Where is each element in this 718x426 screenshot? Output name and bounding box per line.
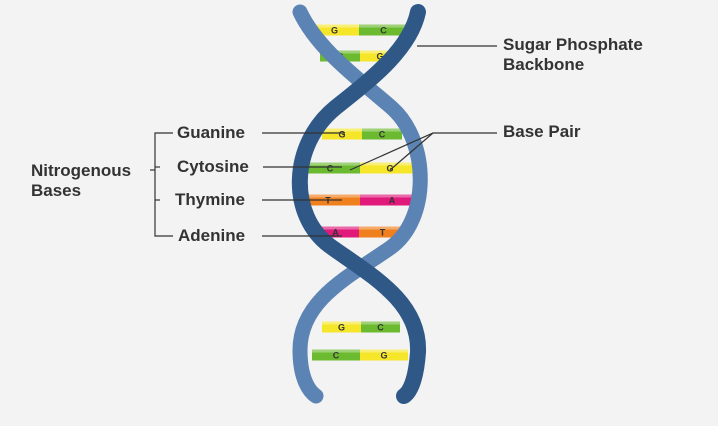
base-left-segment	[312, 349, 360, 361]
base-right-letter: A	[389, 196, 396, 206]
leader-lines	[150, 45, 497, 237]
base-right-letter: C	[377, 323, 384, 333]
base-right-segment	[361, 321, 400, 333]
backbone-strand-front	[291, 4, 427, 404]
base-highlight	[312, 349, 408, 353]
base-right-letter: C	[380, 26, 387, 36]
base-right-letter: C	[379, 130, 386, 140]
nitrogenous-bracket	[154, 132, 173, 237]
base-right-segment	[360, 349, 408, 361]
base-left-letter: C	[333, 351, 340, 361]
base-left-letter: C	[327, 164, 334, 174]
base-right-letter: G	[386, 164, 393, 174]
base-right-segment	[360, 194, 424, 206]
base-right-segment	[359, 24, 408, 36]
adenine-label: Adenine	[178, 226, 246, 245]
sugar-label-line2: Backbone	[503, 55, 585, 74]
base-left-letter: A	[332, 228, 339, 238]
base-highlight	[296, 194, 424, 198]
base-left-letter: G	[338, 130, 345, 140]
base-left-segment	[322, 321, 361, 333]
base-right-letter: G	[380, 351, 387, 361]
nitrogenous-label-line2: Bases	[31, 181, 82, 200]
base-left-segment	[322, 128, 362, 140]
base-highlight	[300, 162, 420, 166]
base-left-segment	[300, 162, 360, 174]
nitrogenous-label-line1: Nitrogenous	[31, 161, 132, 180]
sugar-phosphate-backbone-label: Sugar Phosphate Backbone	[503, 35, 643, 75]
thymine-label: Thymine	[175, 190, 245, 209]
base-highlight	[322, 321, 400, 325]
base-left-segment	[310, 24, 359, 36]
nitrogenous-bases-label: Nitrogenous Bases	[31, 161, 131, 201]
guanine-label: Guanine	[177, 123, 246, 142]
base-highlight	[312, 226, 406, 230]
base-right-segment	[362, 128, 402, 140]
base-right-segment	[360, 162, 420, 174]
base-right-segment	[360, 50, 400, 62]
base-right-segment	[359, 226, 406, 238]
sugar-label-line1: Sugar Phosphate	[503, 35, 643, 54]
base-left-letter: G	[338, 323, 345, 333]
base-left-letter: G	[331, 26, 338, 36]
cytosine-label: Cytosine	[177, 157, 249, 176]
base-left-segment	[312, 226, 359, 238]
base-highlight	[310, 24, 408, 28]
base-highlight	[320, 50, 400, 54]
base-right-letter: T	[380, 228, 386, 238]
base-right-letter: G	[376, 52, 383, 62]
sugar-phosphate-backbone	[291, 4, 428, 404]
base-pair-leader-2	[389, 132, 434, 171]
base-pair-label: Base Pair	[503, 122, 581, 141]
base-highlight	[322, 128, 402, 132]
